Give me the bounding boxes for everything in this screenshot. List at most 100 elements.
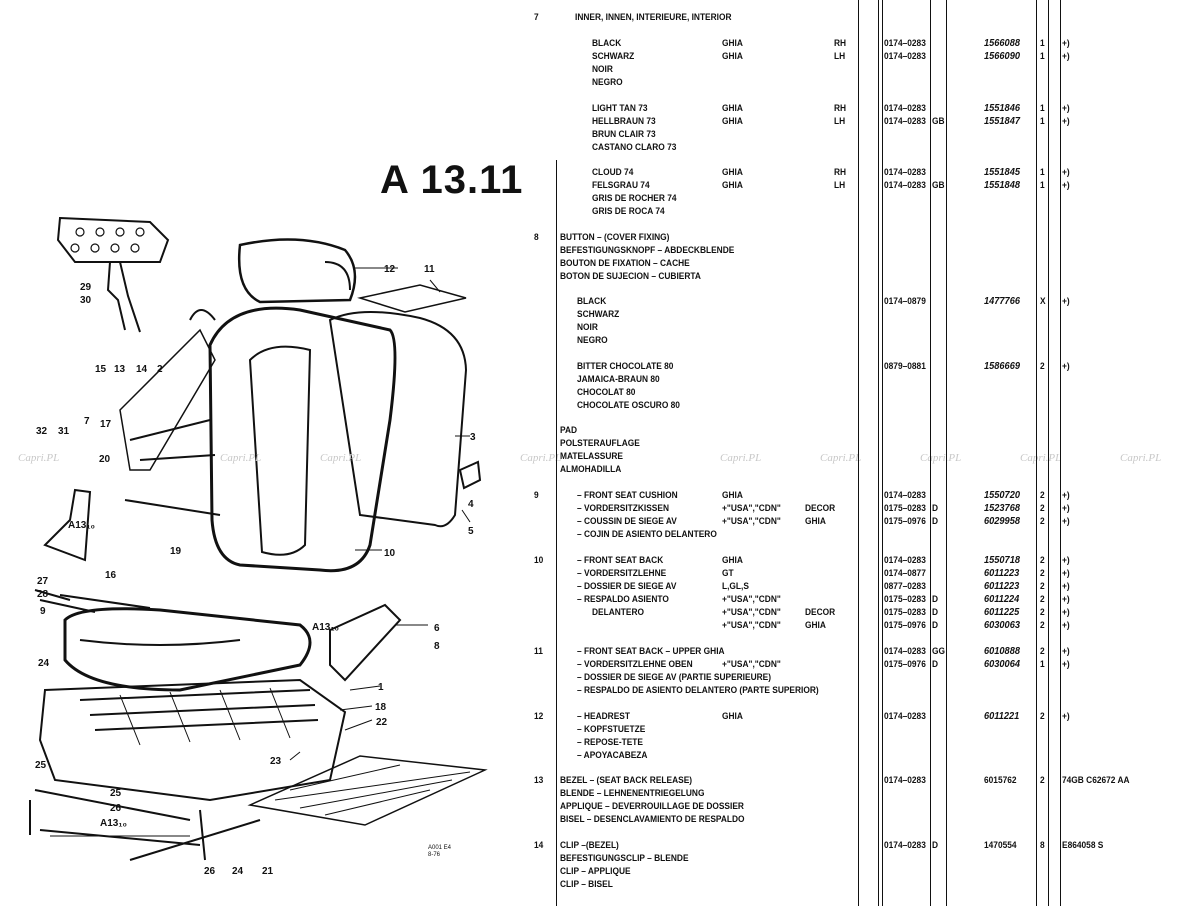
- part-number: 6011223: [984, 580, 1020, 592]
- date-range: 0174–0283: [884, 840, 926, 851]
- model-series: GHIA: [722, 490, 743, 501]
- trim-level: GHIA: [805, 516, 826, 527]
- trim-level: DECOR: [805, 503, 836, 514]
- part-description: INNER, INNEN, INTERIEURE, INTERIOR: [575, 12, 732, 23]
- seat-back-rear-panel: [328, 311, 468, 528]
- callout-23: 23: [270, 756, 282, 767]
- seat-frame: [38, 678, 347, 802]
- callout-9: 9: [40, 606, 46, 617]
- quantity: X: [1040, 296, 1046, 307]
- remark: +): [1062, 503, 1070, 514]
- remark: +): [1062, 361, 1070, 372]
- date-range: 0174–0283: [884, 775, 926, 786]
- part-number: 6011221: [984, 710, 1020, 722]
- callout-11: 11: [424, 264, 435, 275]
- date-range: 0174–0283: [884, 711, 926, 722]
- floor-mat: [247, 755, 488, 826]
- callout-1: 1: [378, 682, 384, 693]
- item-ref-number: 13: [534, 775, 544, 786]
- column-rule: [556, 160, 557, 906]
- callout-14: 14: [136, 364, 148, 375]
- part-number: 6011224: [984, 593, 1020, 605]
- model-series: +"USA","CDN": [722, 620, 781, 631]
- item-ref-number: 8: [534, 232, 539, 243]
- part-number: 6030063: [984, 619, 1020, 631]
- callout-2: 2: [157, 364, 163, 375]
- part-description: ALMOHADILLA: [560, 464, 622, 475]
- part-description: GRIS DE ROCA 74: [592, 206, 665, 217]
- model-series: +"USA","CDN": [722, 607, 781, 618]
- part-description: HELLBRAUN 73: [592, 116, 656, 127]
- quantity: 2: [1040, 568, 1045, 579]
- part-description: – DOSSIER DE SIEGE AV: [577, 581, 677, 592]
- date-range: 0174–0283: [884, 646, 926, 657]
- part-description: POLSTERAUFLAGE: [560, 438, 640, 449]
- callout-12: 12: [384, 264, 396, 275]
- callout-a13-1: A13₁₀: [68, 520, 95, 531]
- remark: +): [1062, 490, 1070, 501]
- part-number: 1551845: [984, 166, 1020, 178]
- date-range: 0174–0283: [884, 116, 926, 127]
- trim-level: DECOR: [805, 607, 836, 618]
- watermark: Capri.PL: [520, 452, 562, 464]
- date-range: 0175–0976: [884, 516, 926, 527]
- remark: +): [1062, 607, 1070, 618]
- callout-4: 4: [468, 499, 474, 510]
- part-description: BOUTON DE FIXATION – CACHE: [560, 258, 690, 269]
- date-range: 0175–0283: [884, 594, 926, 605]
- callout-26-b: 26: [204, 866, 216, 877]
- headrest: [238, 238, 357, 304]
- part-description: – KOPFSTUETZE: [577, 724, 646, 735]
- remark: +): [1062, 167, 1070, 178]
- remark: +): [1062, 568, 1070, 579]
- part-number: 1477766: [984, 295, 1020, 307]
- quantity: 2: [1040, 646, 1045, 657]
- date-range: 0175–0283: [884, 503, 926, 514]
- callout-30: 30: [80, 295, 92, 306]
- part-description: SCHWARZ: [577, 309, 620, 320]
- callout-24: 24: [38, 658, 50, 669]
- part-number: 6015762: [984, 775, 1017, 786]
- side-code: LH: [834, 180, 846, 191]
- market-flag: D: [932, 516, 939, 527]
- date-range: 0174–0283: [884, 555, 926, 566]
- part-description: – FRONT SEAT BACK – UPPER GHIA: [577, 646, 725, 657]
- column-rule: [946, 0, 947, 906]
- remark: +): [1062, 659, 1070, 670]
- part-number: 6011225: [984, 606, 1020, 618]
- part-description: BEFESTIGUNGSCLIP – BLENDE: [560, 853, 689, 864]
- part-description: APPLIQUE – DEVERROUILLAGE DE DOSSIER: [560, 801, 744, 812]
- part-description: BLENDE – LEHNENENTRIEGELUNG: [560, 788, 705, 799]
- model-series: +"USA","CDN": [722, 516, 781, 527]
- quantity: 1: [1040, 38, 1045, 49]
- quantity: 2: [1040, 607, 1045, 618]
- quantity: 2: [1040, 516, 1045, 527]
- part-description: – RESPALDO DE ASIENTO DELANTERO (PARTE S…: [577, 685, 819, 696]
- part-description: FELSGRAU 74: [592, 180, 650, 191]
- item-ref-number: 11: [534, 646, 543, 657]
- remark: E864058 S: [1062, 840, 1104, 851]
- part-description: – DOSSIER DE SIEGE AV (PARTIE SUPERIEURE…: [577, 672, 772, 683]
- part-description: NOIR: [592, 64, 613, 75]
- model-series: +"USA","CDN": [722, 594, 781, 605]
- side-code: LH: [834, 116, 846, 127]
- part-description: BLACK: [592, 38, 622, 49]
- part-description: – COUSSIN DE SIEGE AV: [577, 516, 677, 527]
- part-number: 1586669: [984, 360, 1020, 372]
- part-description: – VORDERSITZKISSEN: [577, 503, 669, 514]
- watermark: Capri.PL: [18, 452, 60, 464]
- part-description: LIGHT TAN 73: [592, 103, 648, 114]
- watermark: Capri.PL: [320, 452, 362, 464]
- callout-20: 20: [99, 454, 111, 465]
- column-rule: [1036, 0, 1037, 906]
- column-rule: [1048, 0, 1049, 906]
- callout-19: 19: [170, 546, 182, 557]
- date-range: 0174–0283: [884, 103, 926, 114]
- market-flag: GB: [932, 180, 945, 191]
- date-range: 0175–0976: [884, 620, 926, 631]
- headrest-insert-plate: [56, 216, 170, 263]
- callout-a13-3: A13₁₀: [100, 818, 127, 829]
- quantity: 2: [1040, 711, 1045, 722]
- callout-26-a: 26: [110, 803, 122, 814]
